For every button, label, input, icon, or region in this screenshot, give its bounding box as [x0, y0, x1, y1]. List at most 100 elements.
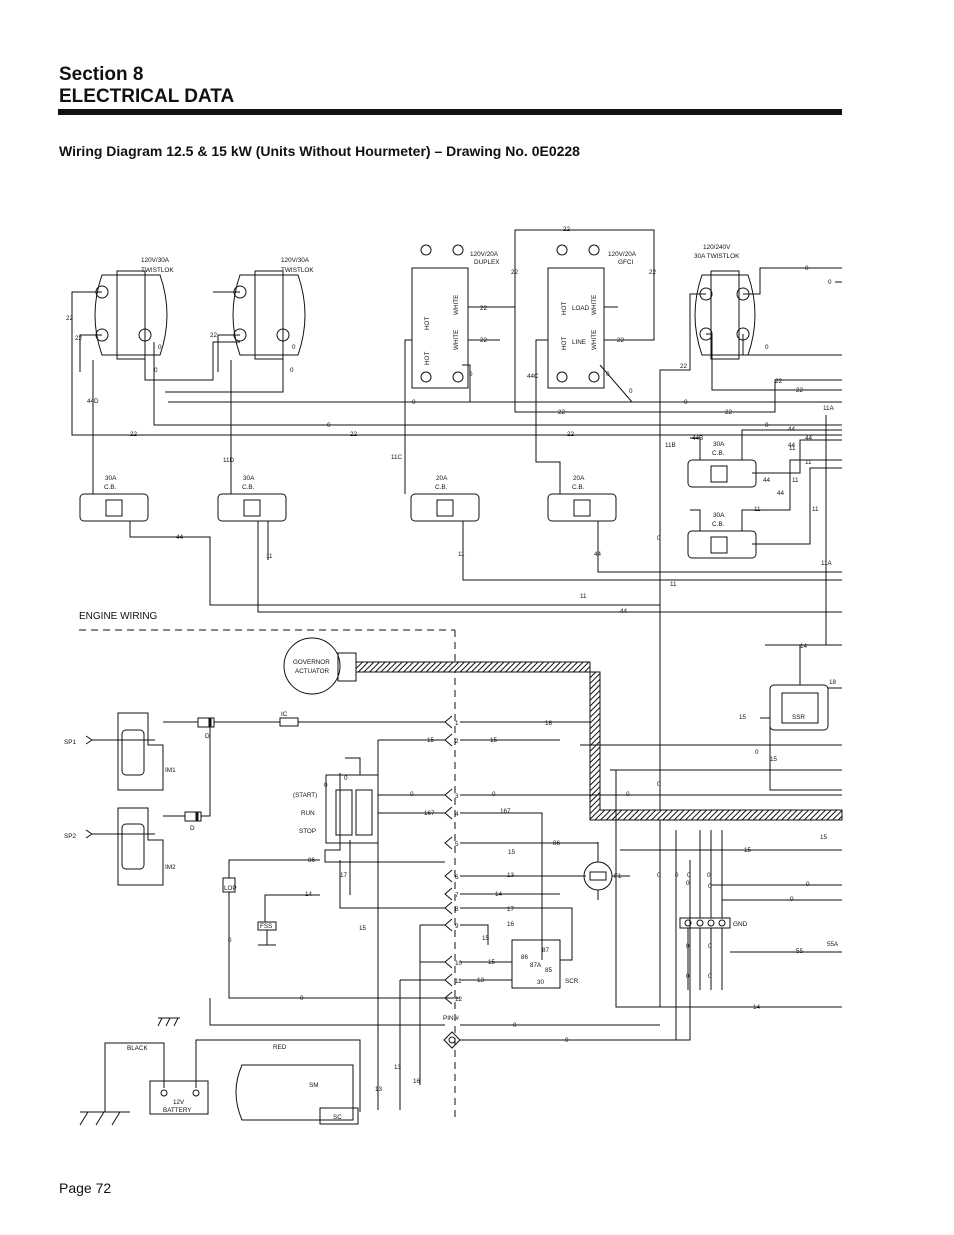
- ignition-magneto-1: SP1 IM1: [64, 712, 176, 791]
- svg-text:22: 22: [480, 305, 488, 312]
- svg-text:DUPLEX: DUPLEX: [474, 259, 500, 266]
- svg-text:0: 0: [228, 937, 232, 944]
- svg-text:SC: SC: [333, 1114, 342, 1121]
- svg-text:PIN #: PIN #: [443, 1015, 459, 1022]
- svg-text:30: 30: [537, 979, 545, 986]
- svg-text:22: 22: [558, 409, 566, 416]
- svg-text:GOVERNOR: GOVERNOR: [293, 659, 330, 666]
- pin-number: 7: [455, 892, 459, 899]
- twistlok-outlet-1: 120V/30A TWISTLOK: [94, 257, 174, 360]
- svg-text:44: 44: [176, 534, 184, 541]
- svg-text:HOT: HOT: [424, 352, 431, 365]
- svg-text:BLACK: BLACK: [127, 1045, 148, 1052]
- svg-text:LINE: LINE: [572, 339, 586, 346]
- pin-number: 1: [455, 720, 459, 727]
- pin-number: 10: [455, 960, 463, 967]
- svg-text:C.B.: C.B.: [104, 484, 117, 491]
- svg-text:120V/30A: 120V/30A: [141, 257, 170, 264]
- svg-text:0: 0: [629, 388, 633, 395]
- svg-text:0: 0: [513, 1022, 517, 1029]
- pin-bracket: [444, 973, 453, 987]
- battery: 12V BATTERY BLACK RED: [104, 1039, 361, 1115]
- pin-number: 12: [455, 996, 463, 1003]
- svg-text:11D: 11D: [223, 457, 235, 464]
- svg-text:44: 44: [788, 442, 796, 449]
- svg-text:11: 11: [580, 593, 587, 600]
- ssr-relay: SSR: [760, 644, 842, 731]
- svg-text:16: 16: [413, 1078, 421, 1085]
- duplex-outlet: HOT HOT WHITE WHITE 120V/20A DUPLEX: [411, 244, 500, 389]
- svg-text:0: 0: [687, 872, 691, 879]
- svg-text:0: 0: [765, 344, 769, 351]
- pin-number: 5: [455, 841, 459, 848]
- svg-text:16: 16: [507, 921, 515, 928]
- svg-text:15: 15: [427, 737, 435, 744]
- svg-text:0: 0: [708, 883, 712, 890]
- svg-text:15: 15: [739, 714, 747, 721]
- governor-actuator: GOVERNOR ACTUATOR: [283, 637, 357, 695]
- svg-text:13: 13: [507, 872, 515, 879]
- svg-text:86: 86: [553, 840, 561, 847]
- pin-number: 9: [455, 923, 459, 930]
- svg-text:BATTERY: BATTERY: [163, 1107, 192, 1114]
- pin-bracket: [444, 991, 453, 1005]
- svg-text:0: 0: [626, 791, 630, 798]
- svg-text:15: 15: [490, 737, 498, 744]
- svg-text:85: 85: [545, 967, 553, 974]
- svg-text:22: 22: [210, 332, 218, 339]
- svg-text:22: 22: [680, 363, 688, 370]
- svg-text:GFCI: GFCI: [618, 259, 633, 266]
- svg-text:44: 44: [788, 426, 796, 433]
- svg-text:44: 44: [777, 490, 785, 497]
- svg-text:14: 14: [753, 1004, 761, 1011]
- svg-text:HOT: HOT: [561, 302, 568, 315]
- svg-text:0: 0: [469, 371, 473, 378]
- svg-text:22: 22: [511, 269, 519, 276]
- svg-text:IM2: IM2: [165, 864, 176, 871]
- svg-text:12V: 12V: [173, 1099, 185, 1106]
- svg-text:IC: IC: [281, 711, 288, 718]
- svg-text:FSS: FSS: [260, 923, 272, 930]
- svg-text:22: 22: [563, 226, 571, 233]
- twistlok-outlet-3: 120/240V 30A TWISTLOK: [694, 244, 756, 360]
- svg-text:55A: 55A: [827, 941, 839, 948]
- svg-text:0: 0: [806, 881, 810, 888]
- svg-text:SSR: SSR: [792, 714, 805, 721]
- svg-text:0: 0: [344, 775, 348, 782]
- svg-text:20A: 20A: [573, 475, 585, 482]
- svg-text:11: 11: [670, 581, 677, 588]
- svg-text:0: 0: [290, 367, 294, 374]
- header-rule: [58, 109, 842, 115]
- svg-text:44: 44: [763, 477, 771, 484]
- pin-bracket: [444, 955, 453, 969]
- svg-text:0: 0: [686, 943, 690, 950]
- svg-text:IM1: IM1: [165, 767, 176, 774]
- svg-text:15: 15: [820, 834, 828, 841]
- svg-text:STOP: STOP: [299, 828, 316, 835]
- svg-text:0: 0: [492, 791, 496, 798]
- svg-text:22: 22: [567, 431, 575, 438]
- svg-text:0: 0: [765, 422, 769, 429]
- svg-text:22: 22: [130, 431, 138, 438]
- svg-text:0: 0: [657, 781, 661, 788]
- svg-text:0: 0: [324, 782, 328, 789]
- svg-text:30A: 30A: [713, 441, 725, 448]
- start-stop-switch: (START) RUN STOP: [293, 774, 379, 844]
- svg-text:0: 0: [565, 1037, 569, 1044]
- section-number: Section 8: [59, 64, 144, 85]
- svg-text:22: 22: [75, 335, 83, 342]
- svg-text:167: 167: [424, 810, 435, 817]
- svg-text:44: 44: [594, 551, 602, 558]
- svg-text:HOT: HOT: [561, 337, 568, 350]
- starter-motor: SM SC: [235, 1064, 359, 1125]
- svg-text:11: 11: [789, 445, 796, 452]
- svg-text:86: 86: [521, 954, 529, 961]
- svg-text:SM: SM: [309, 1082, 318, 1089]
- svg-text:0: 0: [412, 399, 416, 406]
- svg-text:11A: 11A: [823, 405, 835, 412]
- svg-text:0: 0: [292, 344, 296, 351]
